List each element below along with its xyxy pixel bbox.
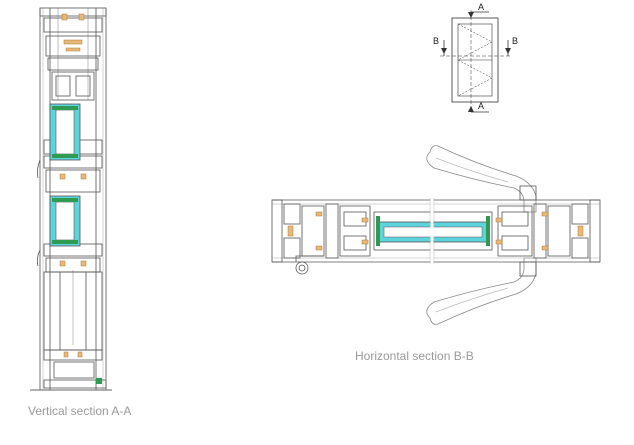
sill-gasket <box>96 378 102 384</box>
key-plan <box>440 10 512 113</box>
key-plan-marker-right: B <box>512 36 518 46</box>
handle-upper <box>426 145 537 213</box>
vertical-thermal-breaks <box>59 13 87 358</box>
key-plan-marker-bottom: A <box>478 101 484 111</box>
horizontal-glazing <box>376 216 490 246</box>
vertical-glazing-upper <box>49 103 81 161</box>
vertical-section-caption: Vertical section A-A <box>28 404 132 418</box>
key-plan-arrows <box>441 12 511 112</box>
horizontal-section-caption: Horizontal section B-B <box>355 349 474 363</box>
key-plan-marker-top: A <box>478 2 484 12</box>
horizontal-thermal-breaks <box>287 211 584 251</box>
key-plan-marker-left: B <box>433 36 439 46</box>
vertical-glazing-lower <box>49 195 81 247</box>
